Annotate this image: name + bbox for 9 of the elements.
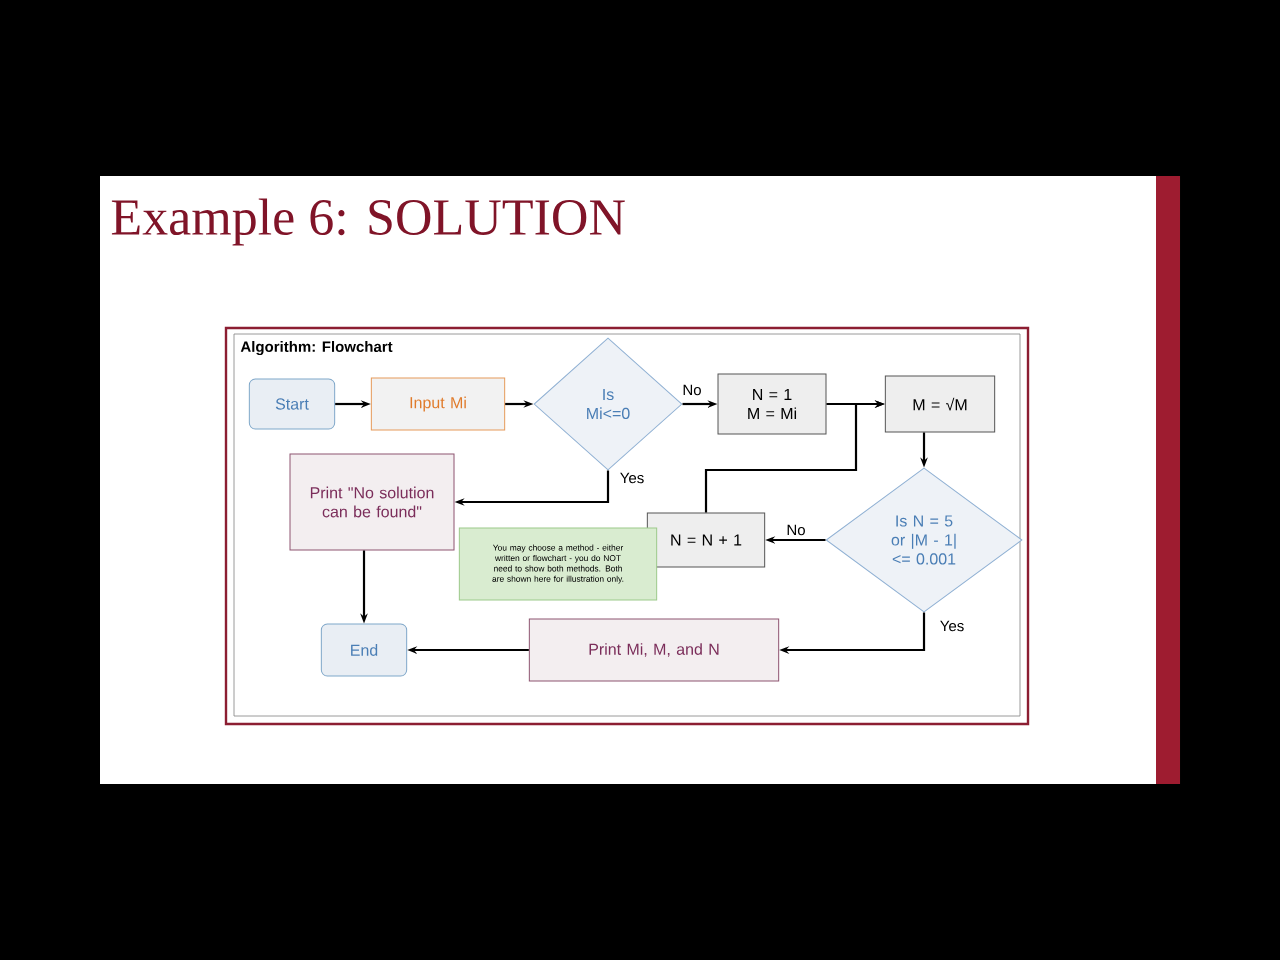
process-box: M = √M xyxy=(884,375,996,433)
slide-title: Example 6: SOLUTION xyxy=(111,198,625,246)
terminal-box: Start xyxy=(248,378,336,430)
output-box: Print Mi, M, and N xyxy=(528,618,780,682)
input-box: Input Mi xyxy=(370,377,506,431)
terminal-box: End xyxy=(320,623,408,677)
process-box: N = 1 M = Mi xyxy=(717,373,827,435)
process-box: N = N + 1 xyxy=(646,512,766,568)
output-box: Print "No solution can be found" xyxy=(289,453,455,551)
